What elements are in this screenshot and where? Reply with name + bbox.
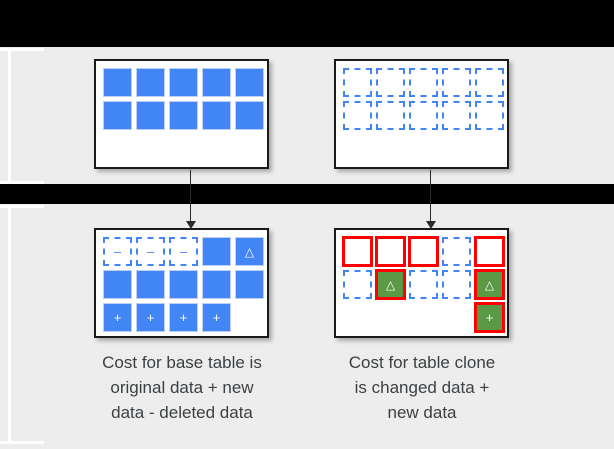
arrow-clone-head-icon bbox=[426, 221, 436, 229]
data-block-r2-c3 bbox=[169, 270, 198, 299]
data-block-r1-c1 bbox=[103, 68, 132, 97]
data-block-r1-c4 bbox=[442, 68, 471, 97]
top-crop-band bbox=[0, 0, 614, 47]
data-block-r1-c3 bbox=[169, 68, 198, 97]
added-plus-icon: + bbox=[113, 310, 122, 325]
changed-triangle-icon: △ bbox=[484, 277, 495, 292]
data-block-r2-c4 bbox=[202, 101, 231, 130]
base-table-initial-card bbox=[94, 59, 269, 169]
data-block-r3-c3: + bbox=[169, 303, 198, 332]
data-block-r2-c5 bbox=[235, 270, 264, 299]
data-block-r1-c2 bbox=[375, 236, 406, 267]
data-block-r2-c5 bbox=[475, 101, 504, 130]
table-clone-after-grid: △ △ + bbox=[342, 236, 505, 333]
table-clone-initial-grid bbox=[343, 68, 504, 130]
caption-base-line-3: data - deleted data bbox=[111, 403, 253, 422]
data-block-r1-c3 bbox=[408, 236, 439, 267]
data-block-r3-c4: + bbox=[202, 303, 231, 332]
deleted-minus-icon: – bbox=[179, 244, 188, 259]
base-table-after-card: – – – △ + + + + bbox=[94, 228, 269, 338]
data-block-r2-c1 bbox=[343, 270, 372, 299]
data-block-r1-c1: – bbox=[103, 237, 132, 266]
base-table-after-grid: – – – △ + + + + bbox=[103, 237, 264, 332]
data-block-r2-c2 bbox=[136, 270, 165, 299]
arrow-base-line bbox=[190, 170, 191, 224]
data-block-r3-c5 bbox=[235, 303, 264, 332]
base-table-initial-grid bbox=[103, 68, 264, 130]
data-block-r2-c1 bbox=[103, 270, 132, 299]
rail-cap-upper-bottom bbox=[0, 181, 44, 184]
data-block-r3-c4 bbox=[442, 303, 471, 332]
caption-clone-line-3: new data bbox=[387, 403, 457, 422]
caption-base-table: Cost for base table is original data + n… bbox=[82, 350, 282, 425]
data-block-r2-c2 bbox=[136, 101, 165, 130]
data-block-r2-c4 bbox=[442, 270, 471, 299]
deleted-minus-icon: – bbox=[146, 244, 155, 259]
data-block-r1-c5 bbox=[235, 68, 264, 97]
data-block-r1-c3 bbox=[409, 68, 438, 97]
data-block-r1-c2: – bbox=[136, 237, 165, 266]
data-block-r1-c3: – bbox=[169, 237, 198, 266]
table-clone-after-card: △ △ + bbox=[334, 228, 509, 338]
caption-clone-line-1: Cost for table clone bbox=[348, 353, 496, 372]
data-block-r1-c5 bbox=[474, 236, 505, 267]
added-plus-icon: + bbox=[179, 310, 188, 325]
data-block-r3-c1 bbox=[343, 303, 372, 332]
rail-cap-bottom bbox=[0, 441, 44, 444]
data-block-r3-c2 bbox=[376, 303, 405, 332]
data-block-r3-c3 bbox=[409, 303, 438, 332]
data-block-r3-c2: + bbox=[136, 303, 165, 332]
rail-cap-lower-top bbox=[0, 205, 44, 208]
data-block-r1-c1 bbox=[343, 68, 372, 97]
data-block-r2-c4 bbox=[442, 101, 471, 130]
data-block-r2-c4 bbox=[202, 270, 231, 299]
data-block-r1-c5: △ bbox=[235, 237, 264, 266]
left-rail-upper bbox=[8, 48, 11, 184]
data-block-r1-c1 bbox=[342, 236, 373, 267]
data-block-r3-c5: + bbox=[474, 302, 505, 333]
data-block-r2-c1 bbox=[103, 101, 132, 130]
data-block-r2-c3 bbox=[169, 101, 198, 130]
data-block-r1-c4 bbox=[202, 68, 231, 97]
data-block-r1-c4 bbox=[442, 237, 471, 266]
middle-crop-band bbox=[0, 184, 614, 204]
caption-base-line-1: Cost for base table is bbox=[102, 353, 262, 372]
changed-triangle-icon: △ bbox=[385, 277, 396, 292]
arrow-clone-line bbox=[430, 170, 431, 224]
rail-cap-top bbox=[0, 48, 44, 51]
data-block-r2-c5 bbox=[235, 101, 264, 130]
data-block-r2-c3 bbox=[409, 270, 438, 299]
data-block-r1-c4 bbox=[202, 237, 231, 266]
caption-table-clone: Cost for table clone is changed data + n… bbox=[322, 350, 522, 425]
data-block-r1-c5 bbox=[475, 68, 504, 97]
added-plus-icon: + bbox=[146, 310, 155, 325]
data-block-r2-c2: △ bbox=[375, 269, 406, 300]
deleted-minus-icon: – bbox=[113, 244, 122, 259]
caption-clone-line-2: is changed data + bbox=[354, 378, 490, 397]
data-block-r1-c2 bbox=[136, 68, 165, 97]
data-block-r2-c3 bbox=[409, 101, 438, 130]
added-plus-icon: + bbox=[485, 310, 494, 325]
arrow-base-head-icon bbox=[186, 221, 196, 229]
data-block-r1-c2 bbox=[376, 68, 405, 97]
data-block-r2-c2 bbox=[376, 101, 405, 130]
added-plus-icon: + bbox=[212, 310, 221, 325]
data-block-r2-c5: △ bbox=[474, 269, 505, 300]
table-clone-initial-card bbox=[334, 59, 509, 169]
changed-triangle-icon: △ bbox=[244, 244, 255, 259]
caption-base-line-2: original data + new bbox=[110, 378, 254, 397]
data-block-r3-c1: + bbox=[103, 303, 132, 332]
data-block-r2-c1 bbox=[343, 101, 372, 130]
left-rail-lower bbox=[8, 205, 11, 444]
